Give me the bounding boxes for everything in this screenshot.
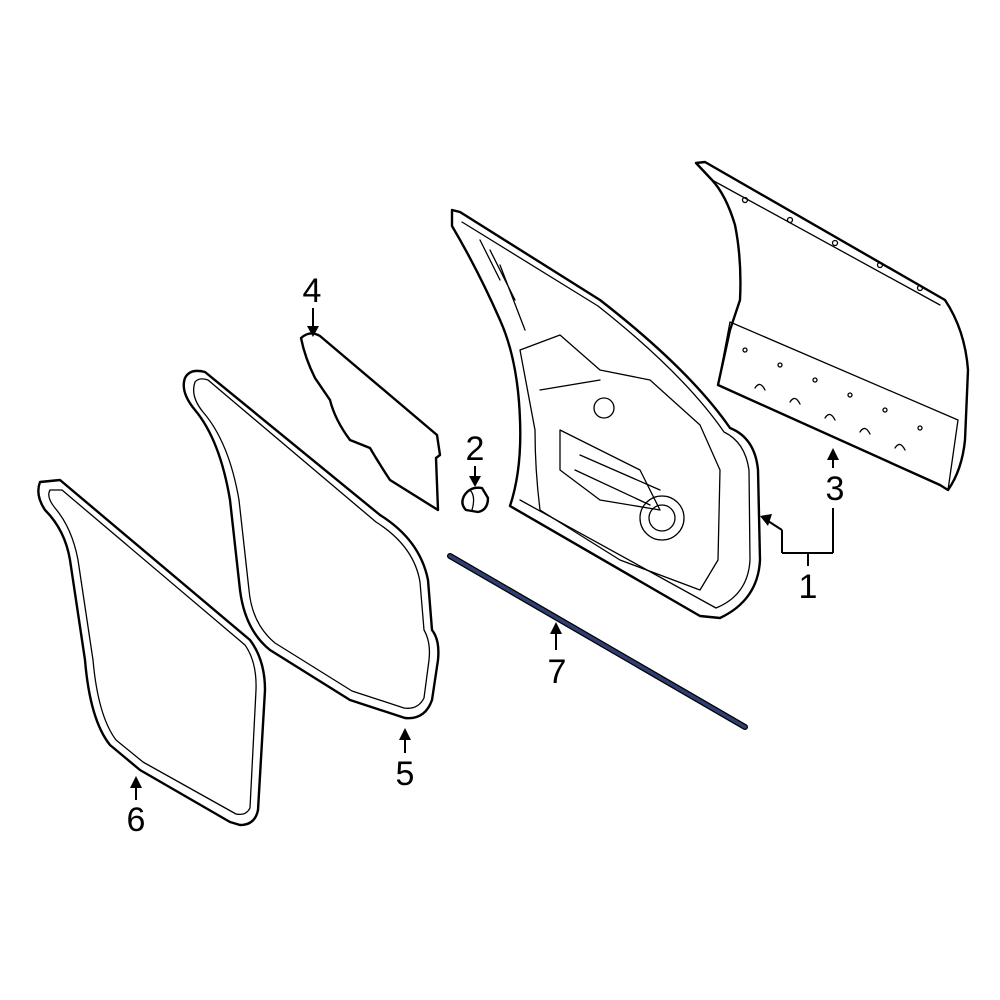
part-7-belt-strip — [447, 553, 748, 730]
part-1-door-shell — [450, 208, 762, 620]
part-6-weatherstrip — [37, 478, 267, 827]
callout-7: 7 — [547, 653, 567, 691]
callout-5: 5 — [395, 755, 415, 793]
callout-4: 4 — [302, 272, 322, 310]
part-4-deflector — [299, 332, 442, 512]
part-3-outer-skin — [694, 160, 970, 492]
part-5-weatherstrip — [182, 369, 440, 720]
callout-6: 6 — [126, 801, 146, 839]
leader-lines — [130, 308, 839, 800]
part-2-plug — [461, 486, 490, 514]
callout-1: 1 — [798, 568, 818, 606]
callout-3: 3 — [825, 470, 845, 508]
callout-2: 2 — [465, 430, 485, 468]
